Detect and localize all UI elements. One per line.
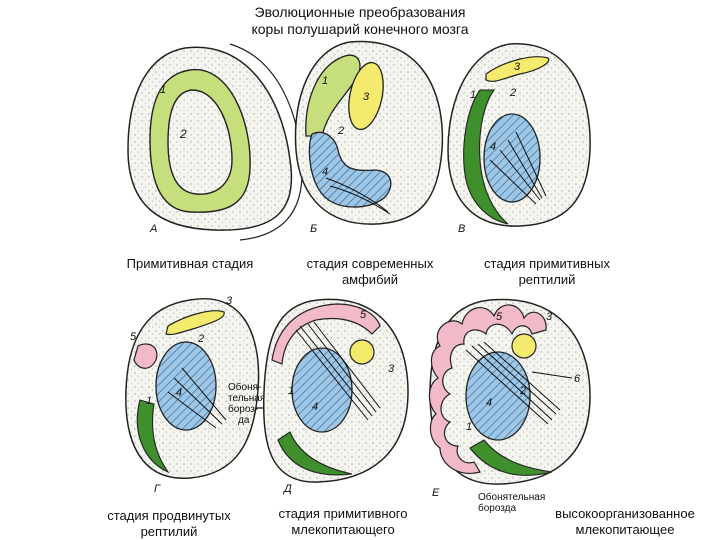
panel-g-pink-region <box>133 343 158 369</box>
panel-g-olfactory-line-4: да <box>238 415 250 426</box>
panel-v-fibers <box>489 131 547 205</box>
panel-d-yellow-region <box>349 339 375 365</box>
panel-v-pallium <box>463 89 509 225</box>
panel-b: 1 2 3 4 Б <box>294 40 444 235</box>
panel-e-part-5: 5 <box>496 311 503 323</box>
panel-e-pointer <box>531 371 573 379</box>
panel-e-olfactory-line-2: борозда <box>478 502 517 514</box>
panel-v-yellow-region <box>485 56 550 82</box>
panel-v-part-3: 3 <box>514 61 521 73</box>
panel-d-part-4: 4 <box>312 401 318 413</box>
caption-d-line-2: млекопитающего <box>291 522 395 537</box>
panel-g-part-2: 2 <box>197 333 204 345</box>
panel-e-letter: Е <box>432 487 440 499</box>
panel-g-striatum <box>155 341 217 431</box>
caption-d: стадия примитивного млекопитающего <box>258 506 428 538</box>
caption-a-line-1: Примитивная стадия <box>126 256 254 271</box>
panel-a: 1 2 А <box>127 43 303 241</box>
panel-g-part-1: 1 <box>146 395 152 407</box>
panel-b-part-3: 3 <box>363 91 370 103</box>
panel-g-olfactory-line-1: Обоня- <box>228 381 261 393</box>
panel-g-olfactory-line-2: тельная <box>228 393 265 404</box>
panel-g-olfactory-line-3: бороз- <box>228 403 258 415</box>
panel-v-part-1: 1 <box>470 89 476 101</box>
panel-b-letter: Б <box>310 223 317 235</box>
panel-b-pallium <box>305 54 361 137</box>
caption-e: высокоорганизованное млекопитающее <box>535 506 715 538</box>
panel-v: 1 2 3 4 В <box>447 43 591 235</box>
panel-d: 1 3 4 5 Д <box>262 298 409 495</box>
panel-e-part-1: 1 <box>466 421 472 433</box>
panel-g-fibers <box>167 367 227 429</box>
title-line-2: коры полушарий конечного мозга <box>251 21 469 37</box>
caption-g-line-2: рептилий <box>140 524 198 539</box>
caption-e-line-2: млекопитающее <box>575 522 675 537</box>
panel-v-part-4: 4 <box>490 141 496 153</box>
panel-g-part-5: 5 <box>130 331 137 343</box>
caption-g-line-1: стадия продвинутых <box>107 508 231 523</box>
panel-e-olfactory-line-1: Обонятельная <box>478 491 545 503</box>
caption-a: Примитивная стадия <box>105 256 275 272</box>
panel-d-striatum <box>291 347 353 433</box>
diagram-title: Эволюционные преобразования коры полушар… <box>0 4 720 38</box>
panel-e-yellow-region <box>511 333 537 359</box>
panel-g: 1 2 3 4 5 Обоня- тельная бороз- да Г <box>125 295 272 495</box>
panel-d-part-5: 5 <box>360 309 367 321</box>
panel-g-part-4: 4 <box>176 387 182 399</box>
panel-e-pallium <box>469 439 553 476</box>
panel-g-yellow-region <box>165 310 225 336</box>
caption-b: стадия современных амфибий <box>285 256 455 288</box>
caption-b-line-2: амфибий <box>341 272 399 287</box>
panel-d-part-3: 3 <box>388 363 395 375</box>
caption-e-line-1: высокоорганизованное <box>555 506 695 521</box>
caption-v-line-2: рептилий <box>518 272 576 287</box>
panel-g-letter: Г <box>154 483 161 495</box>
panel-e-part-6: 6 <box>574 373 581 385</box>
panel-b-part-2: 2 <box>337 125 344 137</box>
panel-e: 1 2 3 4 5 6 Обонятельная борозда Е <box>428 298 591 514</box>
panel-e-striatum <box>465 351 531 441</box>
panel-e-pink-cortex <box>428 304 547 474</box>
panel-d-letter: Д <box>282 483 292 495</box>
caption-b-line-1: стадия современных <box>306 256 434 271</box>
panel-b-part-4: 4 <box>322 166 328 178</box>
panel-d-pink-region <box>271 303 381 365</box>
panel-v-letter: В <box>458 223 465 235</box>
panel-v-part-2: 2 <box>509 87 516 99</box>
panel-d-part-1: 1 <box>288 385 294 397</box>
panel-d-fibers <box>295 321 381 421</box>
panel-g-pallium <box>136 399 170 474</box>
panel-a-part-1: 1 <box>160 84 166 96</box>
title-line-1: Эволюционные преобразования <box>254 4 466 20</box>
panel-b-part-1: 1 <box>322 75 328 87</box>
panel-b-striatum <box>308 131 392 208</box>
caption-d-line-1: стадия примитивного <box>278 506 408 521</box>
caption-v: стадия примитивных рептилий <box>462 256 632 288</box>
panel-b-fibers <box>325 177 391 215</box>
panel-d-pallium <box>277 431 353 476</box>
panel-a-pallium <box>149 68 251 213</box>
caption-g: стадия продвинутых рептилий <box>84 508 254 540</box>
panel-e-part-3: 3 <box>546 311 553 323</box>
panel-e-fibers <box>465 341 561 425</box>
panel-v-striatum <box>483 113 541 203</box>
panel-e-part-4: 4 <box>486 397 492 409</box>
panel-a-letter: А <box>149 223 157 235</box>
panel-g-part-3: 3 <box>226 295 233 307</box>
panel-a-part-2: 2 <box>179 127 187 141</box>
panel-b-yellow-region <box>348 61 384 131</box>
panel-e-part-2: 2 <box>519 385 526 397</box>
caption-v-line-1: стадия примитивных <box>484 256 610 271</box>
